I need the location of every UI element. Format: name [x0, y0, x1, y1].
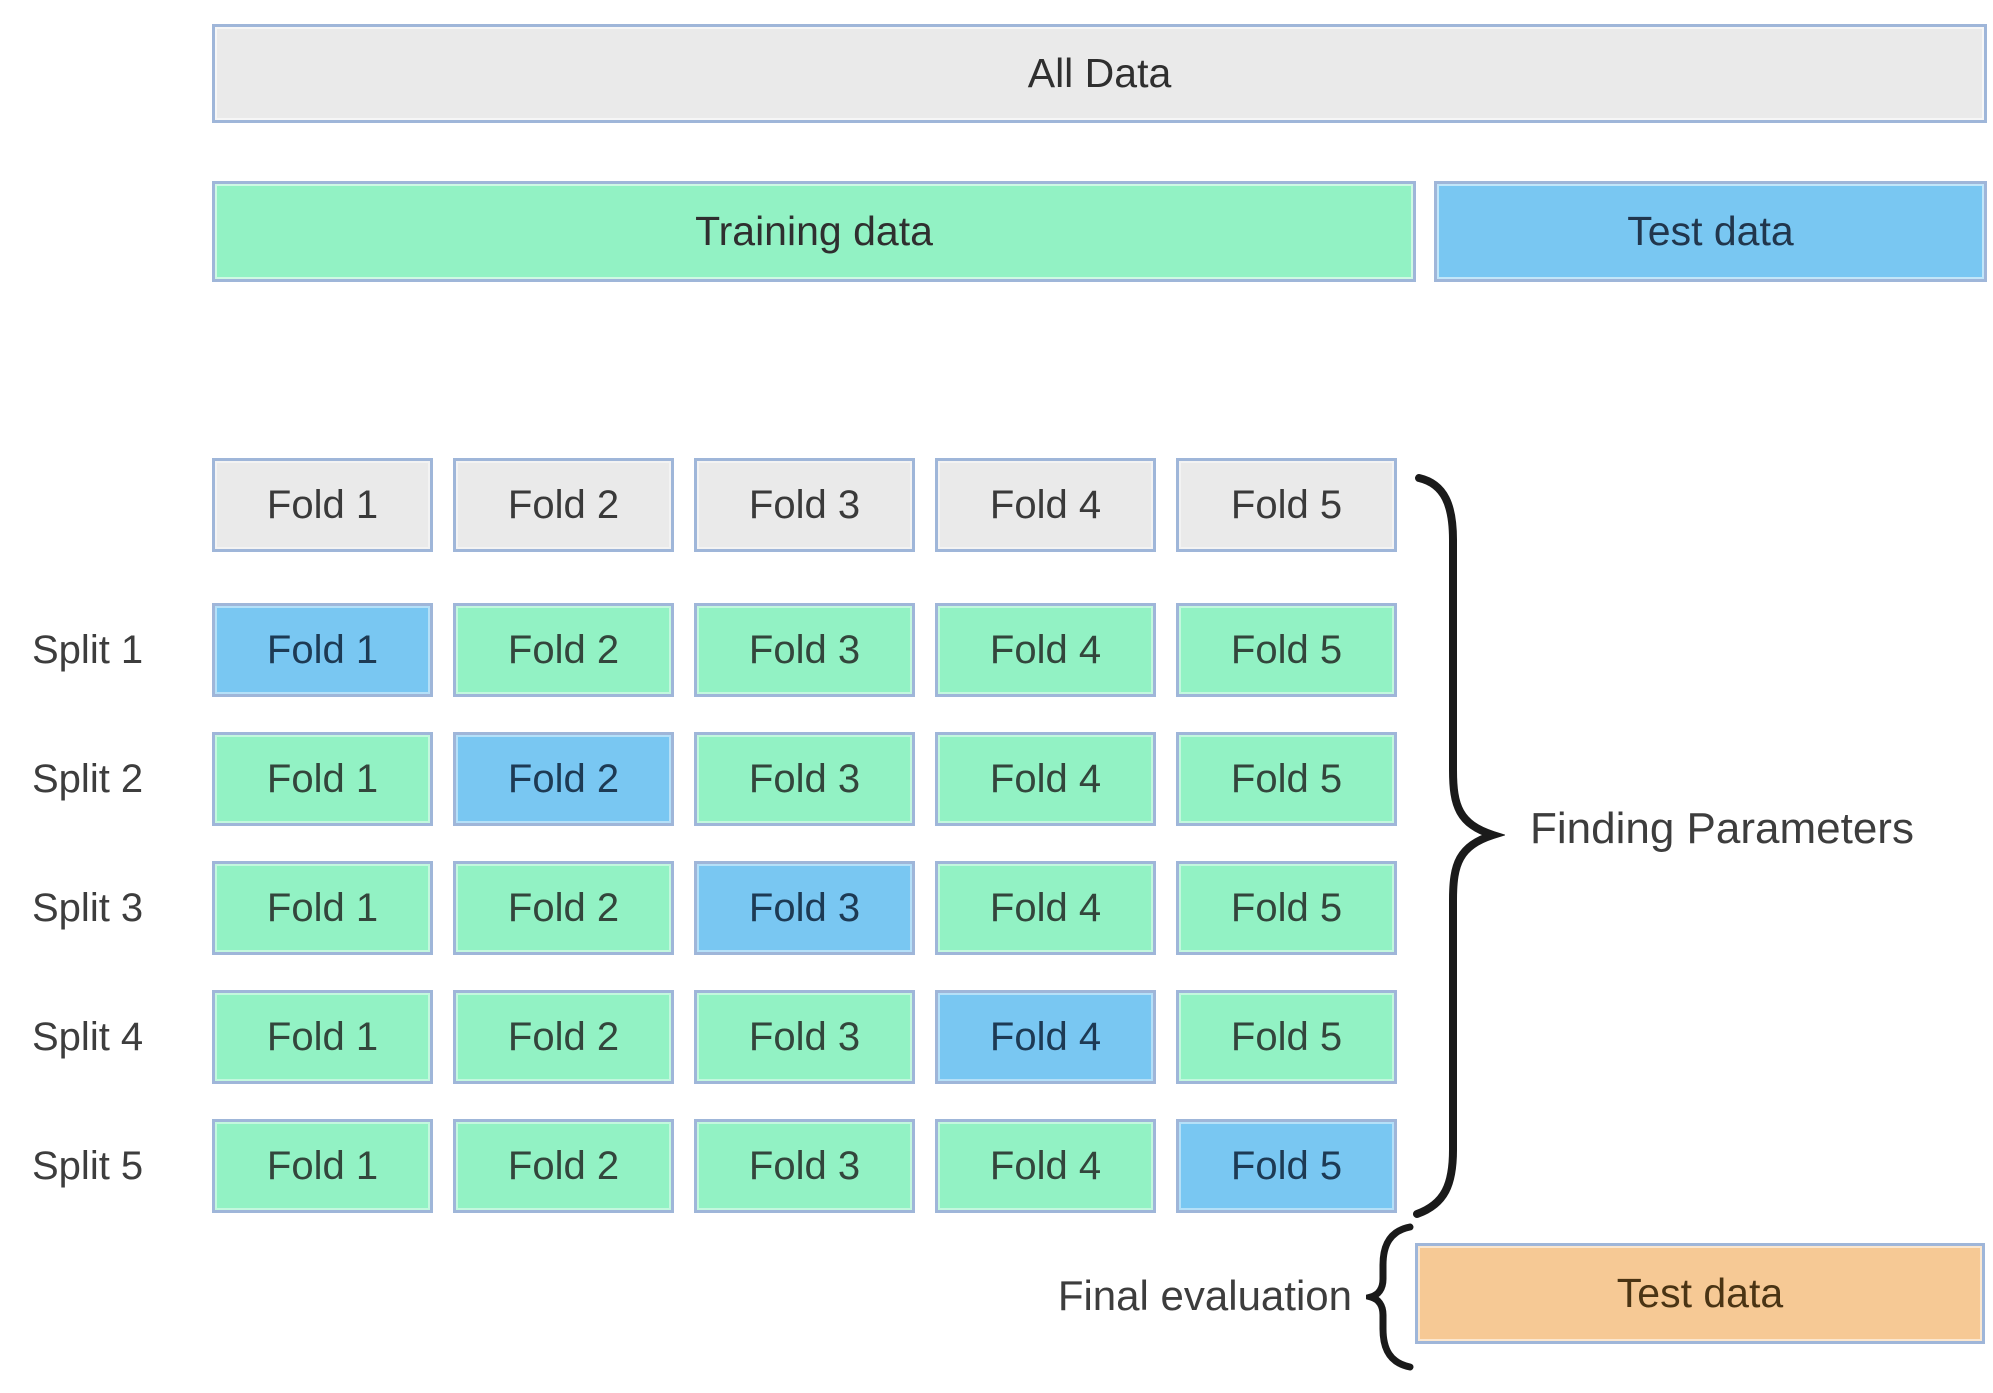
fold-cell: Fold 5 — [1176, 732, 1397, 826]
fold-cell: Fold 3 — [694, 990, 915, 1084]
finding-parameters-label: Finding Parameters — [1530, 804, 1914, 853]
fold-cell: Fold 2 — [453, 861, 674, 955]
split-label: Split 5 — [32, 1143, 144, 1188]
fold-cell: Fold 5 — [1176, 1119, 1397, 1213]
split-row-5: Split 5 Fold 1 Fold 2 Fold 3 Fold 4 Fold… — [32, 1119, 1397, 1213]
fold-cell: Fold 2 — [453, 603, 674, 697]
fold-cell: Fold 3 — [694, 1119, 915, 1213]
final-evaluation-label: Final evaluation — [1057, 1272, 1352, 1319]
training-data-bar: Training data — [212, 181, 1416, 282]
training-data-label: Training data — [695, 208, 933, 254]
test-data-bar: Test data — [1434, 181, 1987, 282]
final-test-data-label: Test data — [1616, 1270, 1784, 1316]
fold-cell: Fold 1 — [212, 861, 433, 955]
all-data-bar: All Data — [212, 24, 1987, 123]
fold-cell: Fold 3 — [694, 732, 915, 826]
final-test-data-bar: Test data — [1415, 1243, 1985, 1344]
split-row-1: Split 1 Fold 1 Fold 2 Fold 3 Fold 4 Fold… — [32, 603, 1397, 697]
fold-header-row: Fold 1 Fold 2 Fold 3 Fold 4 Fold 5 — [212, 458, 1397, 552]
fold-cell: Fold 4 — [935, 603, 1156, 697]
fold-cell: Fold 5 — [1176, 990, 1397, 1084]
test-data-label: Test data — [1627, 208, 1794, 254]
fold-cell: Fold 2 — [453, 732, 674, 826]
fold-cell: Fold 4 — [935, 861, 1156, 955]
fold-header-cell: Fold 4 — [935, 458, 1156, 552]
fold-cell: Fold 4 — [935, 1119, 1156, 1213]
split-row-4: Split 4 Fold 1 Fold 2 Fold 3 Fold 4 Fold… — [32, 990, 1397, 1084]
split-label: Split 2 — [32, 756, 144, 801]
fold-cell: Fold 5 — [1176, 861, 1397, 955]
fold-cell: Fold 2 — [453, 990, 674, 1084]
left-curly-brace-icon — [1366, 1223, 1414, 1371]
split-label: Split 4 — [32, 1014, 144, 1059]
fold-cell: Fold 3 — [694, 861, 915, 955]
split-row-3: Split 3 Fold 1 Fold 2 Fold 3 Fold 4 Fold… — [32, 861, 1397, 955]
fold-cell: Fold 4 — [935, 732, 1156, 826]
fold-cell: Fold 2 — [453, 1119, 674, 1213]
fold-cell: Fold 3 — [694, 603, 915, 697]
all-data-label: All Data — [1027, 50, 1172, 96]
fold-cell: Fold 4 — [935, 990, 1156, 1084]
fold-header-cell: Fold 1 — [212, 458, 433, 552]
fold-cell: Fold 1 — [212, 732, 433, 826]
fold-header-cell: Fold 5 — [1176, 458, 1397, 552]
fold-cell: Fold 1 — [212, 990, 433, 1084]
fold-cell: Fold 1 — [212, 1119, 433, 1213]
fold-cell: Fold 1 — [212, 603, 433, 697]
fold-header-cell: Fold 3 — [694, 458, 915, 552]
split-row-2: Split 2 Fold 1 Fold 2 Fold 3 Fold 4 Fold… — [32, 732, 1397, 826]
right-curly-brace-icon — [1413, 474, 1505, 1218]
fold-cell: Fold 5 — [1176, 603, 1397, 697]
split-label: Split 1 — [32, 627, 144, 672]
fold-header-cell: Fold 2 — [453, 458, 674, 552]
split-label: Split 3 — [32, 885, 144, 930]
